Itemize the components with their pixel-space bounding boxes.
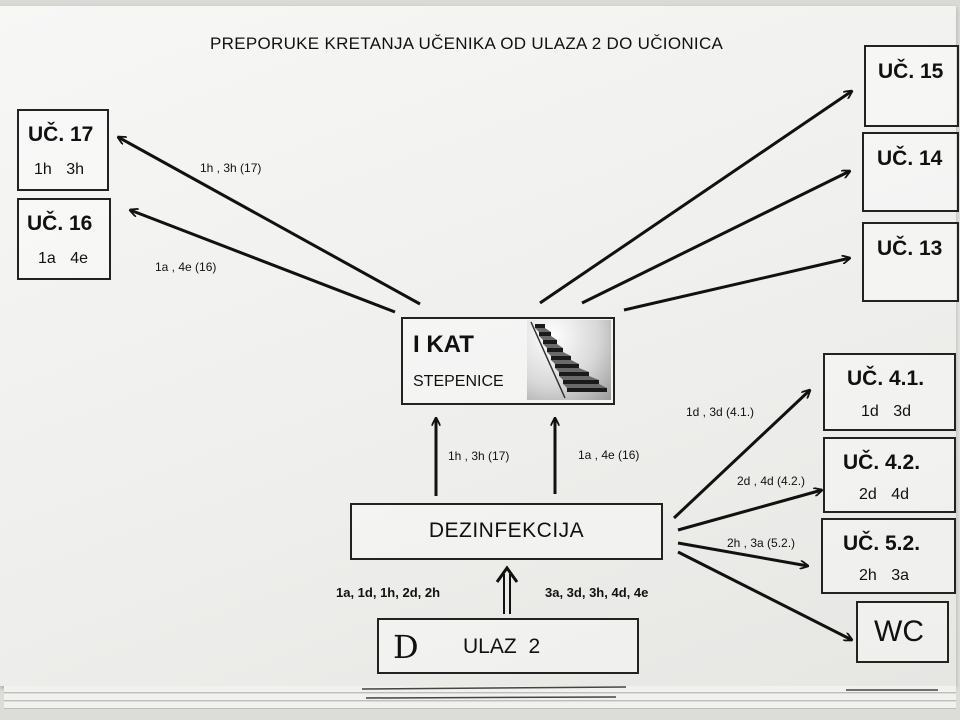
room-uc14-name: UČ. 14 [877, 147, 943, 170]
room-uc17-classes: 1h 3h [34, 161, 85, 178]
route-label-entry-right: 3a, 3d, 3h, 4d, 4e [545, 585, 649, 600]
arrow-to-uc16 [130, 210, 396, 314]
room-uc52-classes: 2h 3a [859, 567, 910, 584]
arrow-to-uc15 [539, 91, 852, 305]
room-uc41-name: UČ. 4.1. [847, 367, 925, 390]
stairs-subtitle: STEPENICE [413, 373, 504, 390]
route-label-uc42: 2d , 4d (4.2.) [737, 474, 806, 488]
room-uc14: UČ. 14 [862, 132, 959, 212]
route-label-uc41: 1d , 3d (4.1.) [686, 405, 755, 419]
room-uc42-name: UČ. 4.2. [843, 451, 921, 474]
route-label-uc17: 1h , 3h (17) [200, 161, 262, 175]
room-uc41: UČ. 4.1. 1d 3d [823, 353, 956, 431]
room-uc16: UČ. 16 1a 4e [17, 198, 111, 280]
paper-edge [4, 702, 956, 709]
disinfection-label: DEZINFEKCIJA [428, 519, 585, 542]
room-uc42-classes: 2d 4d [859, 486, 910, 503]
room-uc13: UČ. 13 [862, 222, 959, 302]
paper-edge [4, 686, 956, 693]
entrance-box: D ULAZ 2 [377, 618, 639, 674]
disinfection-box: DEZINFEKCIJA [350, 503, 663, 560]
baseline-1 [361, 686, 627, 690]
arrow-entry-head [495, 565, 519, 583]
room-uc16-classes: 1a 4e [38, 250, 89, 267]
room-uc52-name: UČ. 5.2. [843, 532, 921, 555]
arrow-to-uc52 [677, 541, 808, 566]
room-uc16-name: UČ. 16 [27, 212, 93, 235]
room-uc52: UČ. 5.2. 2h 3a [821, 518, 956, 594]
arrow-to-uc41 [672, 390, 810, 520]
route-label-entry-left: 1a, 1d, 1h, 2d, 2h [336, 585, 441, 600]
arrow-to-uc17 [118, 137, 421, 306]
staircase-drawing [530, 321, 607, 399]
entrance-label: ULAZ 2 [463, 635, 541, 658]
room-uc42: UČ. 4.2. 2d 4d [823, 437, 956, 513]
arrow-to-uc13 [623, 258, 850, 312]
room-uc17: UČ. 17 1h 3h [17, 109, 109, 191]
room-uc13-name: UČ. 13 [877, 237, 943, 260]
room-uc17-name: UČ. 17 [28, 123, 94, 146]
stairs-title: I KAT [413, 331, 474, 358]
arrow-to-uc14 [581, 171, 850, 305]
entrance-mark: D [393, 628, 419, 666]
baseline-2 [365, 696, 617, 699]
route-label-uc16: 1a , 4e (16) [155, 260, 217, 274]
room-wc: WC [856, 601, 949, 663]
room-uc15: UČ. 15 [864, 45, 959, 127]
route-label-uc52: 2h , 3a (5.2.) [727, 536, 796, 550]
paper-sheet [0, 6, 956, 686]
room-uc41-classes: 1d 3d [861, 403, 912, 420]
room-uc15-name: UČ. 15 [878, 60, 944, 83]
room-wc-name: WC [874, 615, 924, 648]
arrow-to-uc42 [677, 490, 822, 532]
route-label-up-left: 1h , 3h (17) [448, 449, 510, 463]
arrow-to-wc [677, 550, 852, 642]
route-label-up-right: 1a , 4e (16) [578, 448, 640, 462]
staircase-image [527, 320, 611, 400]
diagram-title: PREPORUKE KRETANJA UČENIKA OD ULAZA 2 DO… [210, 34, 724, 53]
